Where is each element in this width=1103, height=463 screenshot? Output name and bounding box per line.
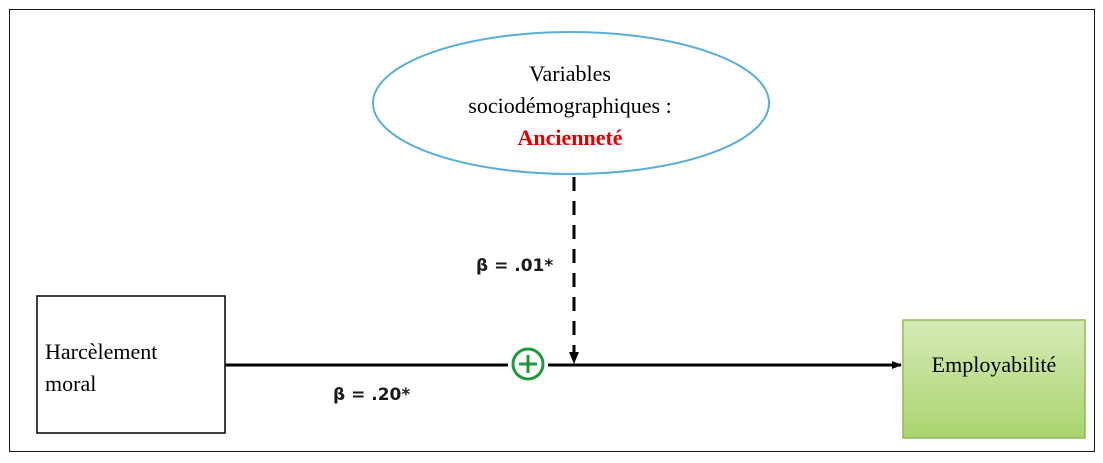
predictor-label-line2: moral bbox=[45, 371, 97, 396]
interaction-plus-icon bbox=[511, 347, 545, 381]
outcome-label: Employabilité bbox=[931, 352, 1057, 377]
moderation-coefficient: β = .01* bbox=[476, 256, 554, 276]
moderator-label-line2: sociodémographiques : bbox=[468, 93, 672, 118]
main-effect-coefficient: β = .20* bbox=[333, 385, 411, 405]
moderator-label-line1: Variables bbox=[529, 61, 611, 86]
diagram-frame bbox=[9, 9, 1095, 452]
predictor-label: Harcèlement moral bbox=[45, 336, 225, 400]
predictor-label-line1: Harcèlement bbox=[45, 339, 158, 364]
moderator-ellipse bbox=[372, 31, 770, 175]
outcome-box bbox=[902, 319, 1086, 439]
moderator-label: Variables sociodémographiques : Ancienne… bbox=[370, 58, 770, 154]
predictor-box bbox=[36, 295, 226, 434]
moderation-arrowhead bbox=[569, 352, 579, 364]
moderator-highlight-label: Ancienneté bbox=[517, 125, 623, 150]
